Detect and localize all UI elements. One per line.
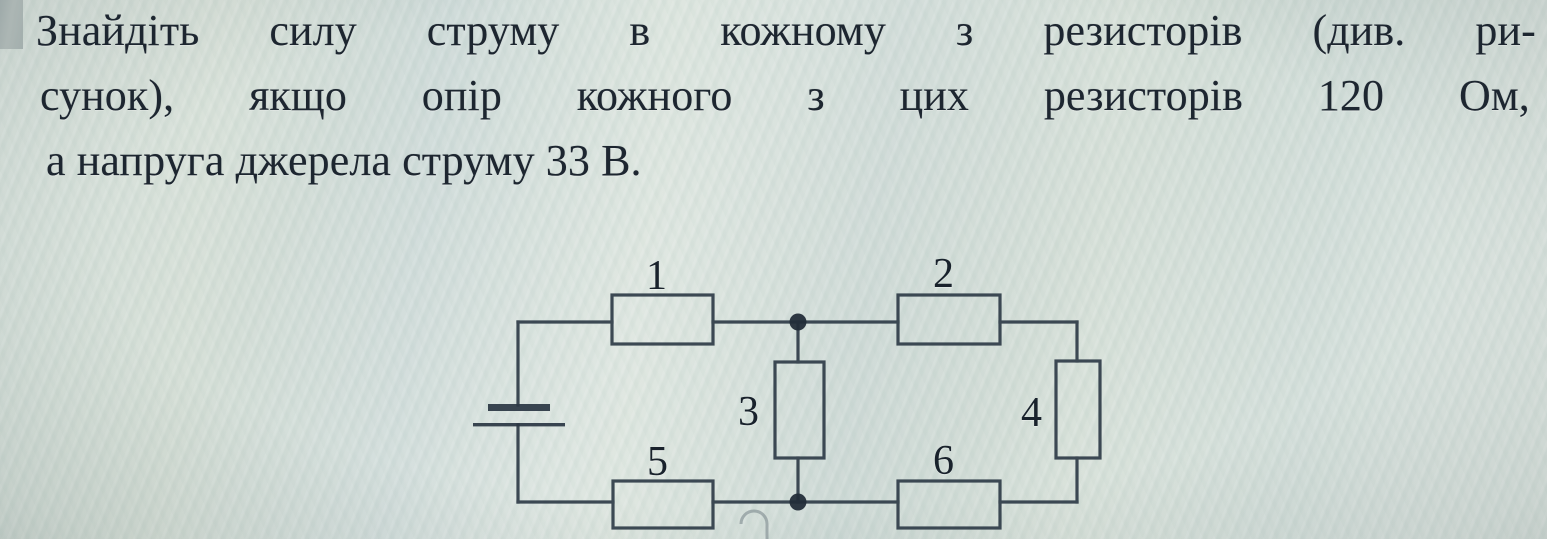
text-word: резисторів bbox=[1043, 6, 1243, 55]
text-word: якщо bbox=[249, 71, 347, 120]
battery-plate-long bbox=[473, 423, 565, 427]
text-word: сунок), bbox=[40, 71, 175, 120]
resistor-4-box bbox=[1054, 359, 1102, 460]
resistor-1-box bbox=[610, 293, 715, 346]
cropped-glyph-artifact bbox=[739, 509, 769, 539]
problem-text-line-3: а напруга джерела струму 33 В. bbox=[46, 136, 642, 185]
resistor-6-box bbox=[896, 479, 1002, 530]
text-word: цих bbox=[899, 71, 969, 120]
text-word: кожному bbox=[720, 6, 886, 55]
resistor-label-5: 5 bbox=[647, 439, 668, 485]
problem-text-line-1: Знайдіть силу струму в кожному з резисто… bbox=[36, 9, 1536, 53]
text-word: силу bbox=[269, 6, 357, 55]
resistor-label-2: 2 bbox=[933, 251, 954, 297]
text-word: (див. bbox=[1312, 6, 1406, 55]
text-word: Знайдіть bbox=[36, 6, 200, 55]
junction-node-bottom bbox=[789, 493, 807, 511]
text-word: 120 bbox=[1317, 71, 1385, 120]
text-word: кожного bbox=[576, 71, 733, 120]
text-word: опір bbox=[421, 71, 502, 120]
resistor-label-1: 1 bbox=[646, 253, 667, 299]
junction-node-top bbox=[789, 313, 807, 331]
battery-plate-short bbox=[488, 404, 550, 411]
resistor-5-box bbox=[611, 479, 715, 530]
resistor-label-3: 3 bbox=[738, 389, 759, 435]
scan-edge-artifact bbox=[0, 0, 23, 49]
resistor-label-4: 4 bbox=[1021, 390, 1042, 436]
text-word: струму bbox=[426, 6, 560, 55]
resistor-label-6: 6 bbox=[933, 438, 954, 484]
text-word: з bbox=[807, 71, 825, 120]
text-word: в bbox=[629, 6, 651, 55]
text-word: Ом, bbox=[1458, 71, 1530, 120]
battery-symbol bbox=[473, 404, 565, 427]
resistor-2-box bbox=[896, 293, 1002, 346]
text-word: з bbox=[955, 6, 974, 55]
resistor-3-box bbox=[773, 360, 826, 460]
text-word: ри- bbox=[1475, 6, 1536, 55]
problem-text-line-2: сунок), якщо опір кожного з цих резистор… bbox=[40, 74, 1530, 118]
text-word: резисторів bbox=[1043, 71, 1243, 120]
